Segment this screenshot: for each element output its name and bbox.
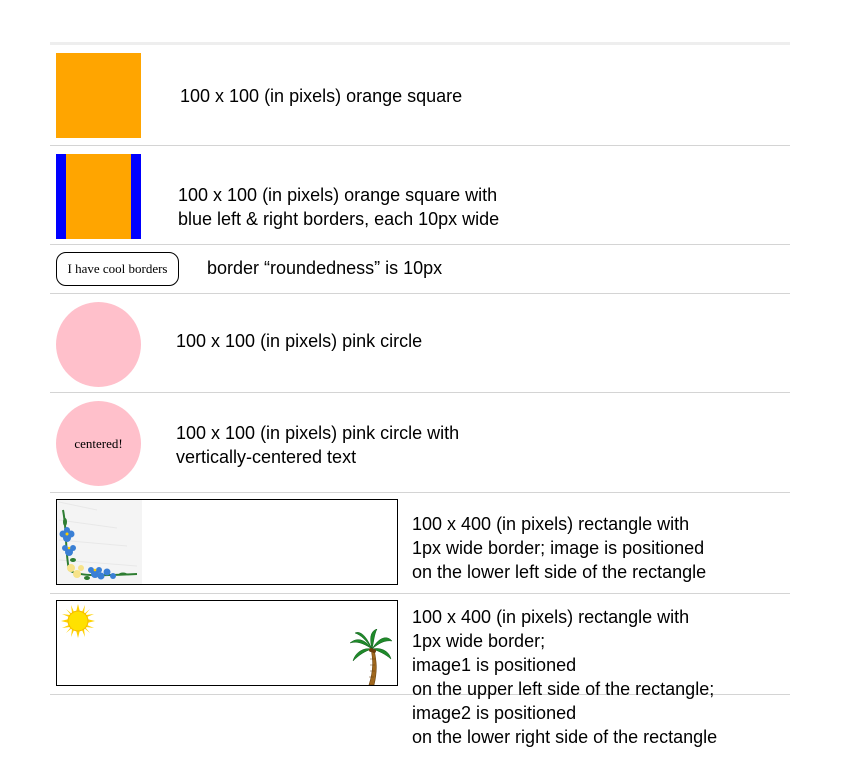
label-line: 100 x 100 (in pixels) orange square [180, 86, 463, 106]
orange-square-with-blue-borders [56, 154, 141, 239]
label-line: 100 x 100 (in pixels) pink circle with [176, 423, 460, 443]
pink-circle [56, 302, 141, 387]
row-rounded-box: I have cool borders border “roundedness”… [50, 245, 790, 294]
flower-corner-icon [57, 500, 142, 584]
sun-icon [61, 604, 95, 638]
palm-tree-icon [349, 629, 393, 685]
label-line: 100 x 100 (in pixels) pink circle [176, 331, 423, 351]
label-line: on the lower left side of the rectangle [412, 562, 707, 582]
label-line: on the lower right side of the rectangle [412, 727, 718, 747]
label-line: image2 is positioned [412, 703, 577, 723]
label-line: 100 x 100 (in pixels) orange square with [178, 185, 498, 205]
bordered-rectangle [56, 600, 398, 686]
top-divider [50, 42, 790, 45]
pink-circle-with-text: centered! [56, 401, 141, 486]
row-pink-circle: 100 x 100 (in pixels) pink circle [50, 294, 790, 393]
label-line: border “roundedness” is 10px [207, 258, 443, 278]
label-line: 100 x 400 (in pixels) rectangle with [412, 514, 690, 534]
row-bordered-square: 100 x 100 (in pixels) orange square with… [50, 146, 790, 245]
row-label: 100 x 100 (in pixels) orange square [180, 84, 462, 108]
row-label: 100 x 100 (in pixels) pink circle [176, 329, 422, 353]
row-label: border “roundedness” is 10px [207, 256, 442, 280]
label-line: vertically-centered text [176, 447, 357, 467]
label-line: on the upper left side of the rectangle; [412, 679, 715, 699]
label-line: blue left & right borders, each 10px wid… [178, 209, 500, 229]
row-rect-two-images: 100 x 400 (in pixels) rectangle with 1px… [50, 594, 790, 747]
label-line: image1 is positioned [412, 655, 577, 675]
label-line: 100 x 400 (in pixels) rectangle with [412, 607, 690, 627]
label-line: 1px wide border; image is positioned [412, 538, 705, 558]
row-orange-square: 100 x 100 (in pixels) orange square [50, 45, 790, 146]
row-label: 100 x 100 (in pixels) orange square with… [178, 183, 499, 231]
orange-square [56, 53, 141, 138]
row-label: 100 x 100 (in pixels) pink circle with v… [176, 421, 459, 469]
label-line: 1px wide border; [412, 631, 546, 651]
row-rect-lower-left: 100 x 400 (in pixels) rectangle with 1px… [50, 493, 790, 594]
row-label: 100 x 400 (in pixels) rectangle with 1px… [412, 512, 706, 584]
row-label: 100 x 400 (in pixels) rectangle with 1px… [412, 605, 717, 749]
bordered-rectangle [56, 499, 398, 585]
row-pink-circle-text: centered! 100 x 100 (in pixels) pink cir… [50, 393, 790, 493]
rounded-border-box: I have cool borders [56, 252, 179, 286]
circle-text: centered! [74, 435, 123, 451]
